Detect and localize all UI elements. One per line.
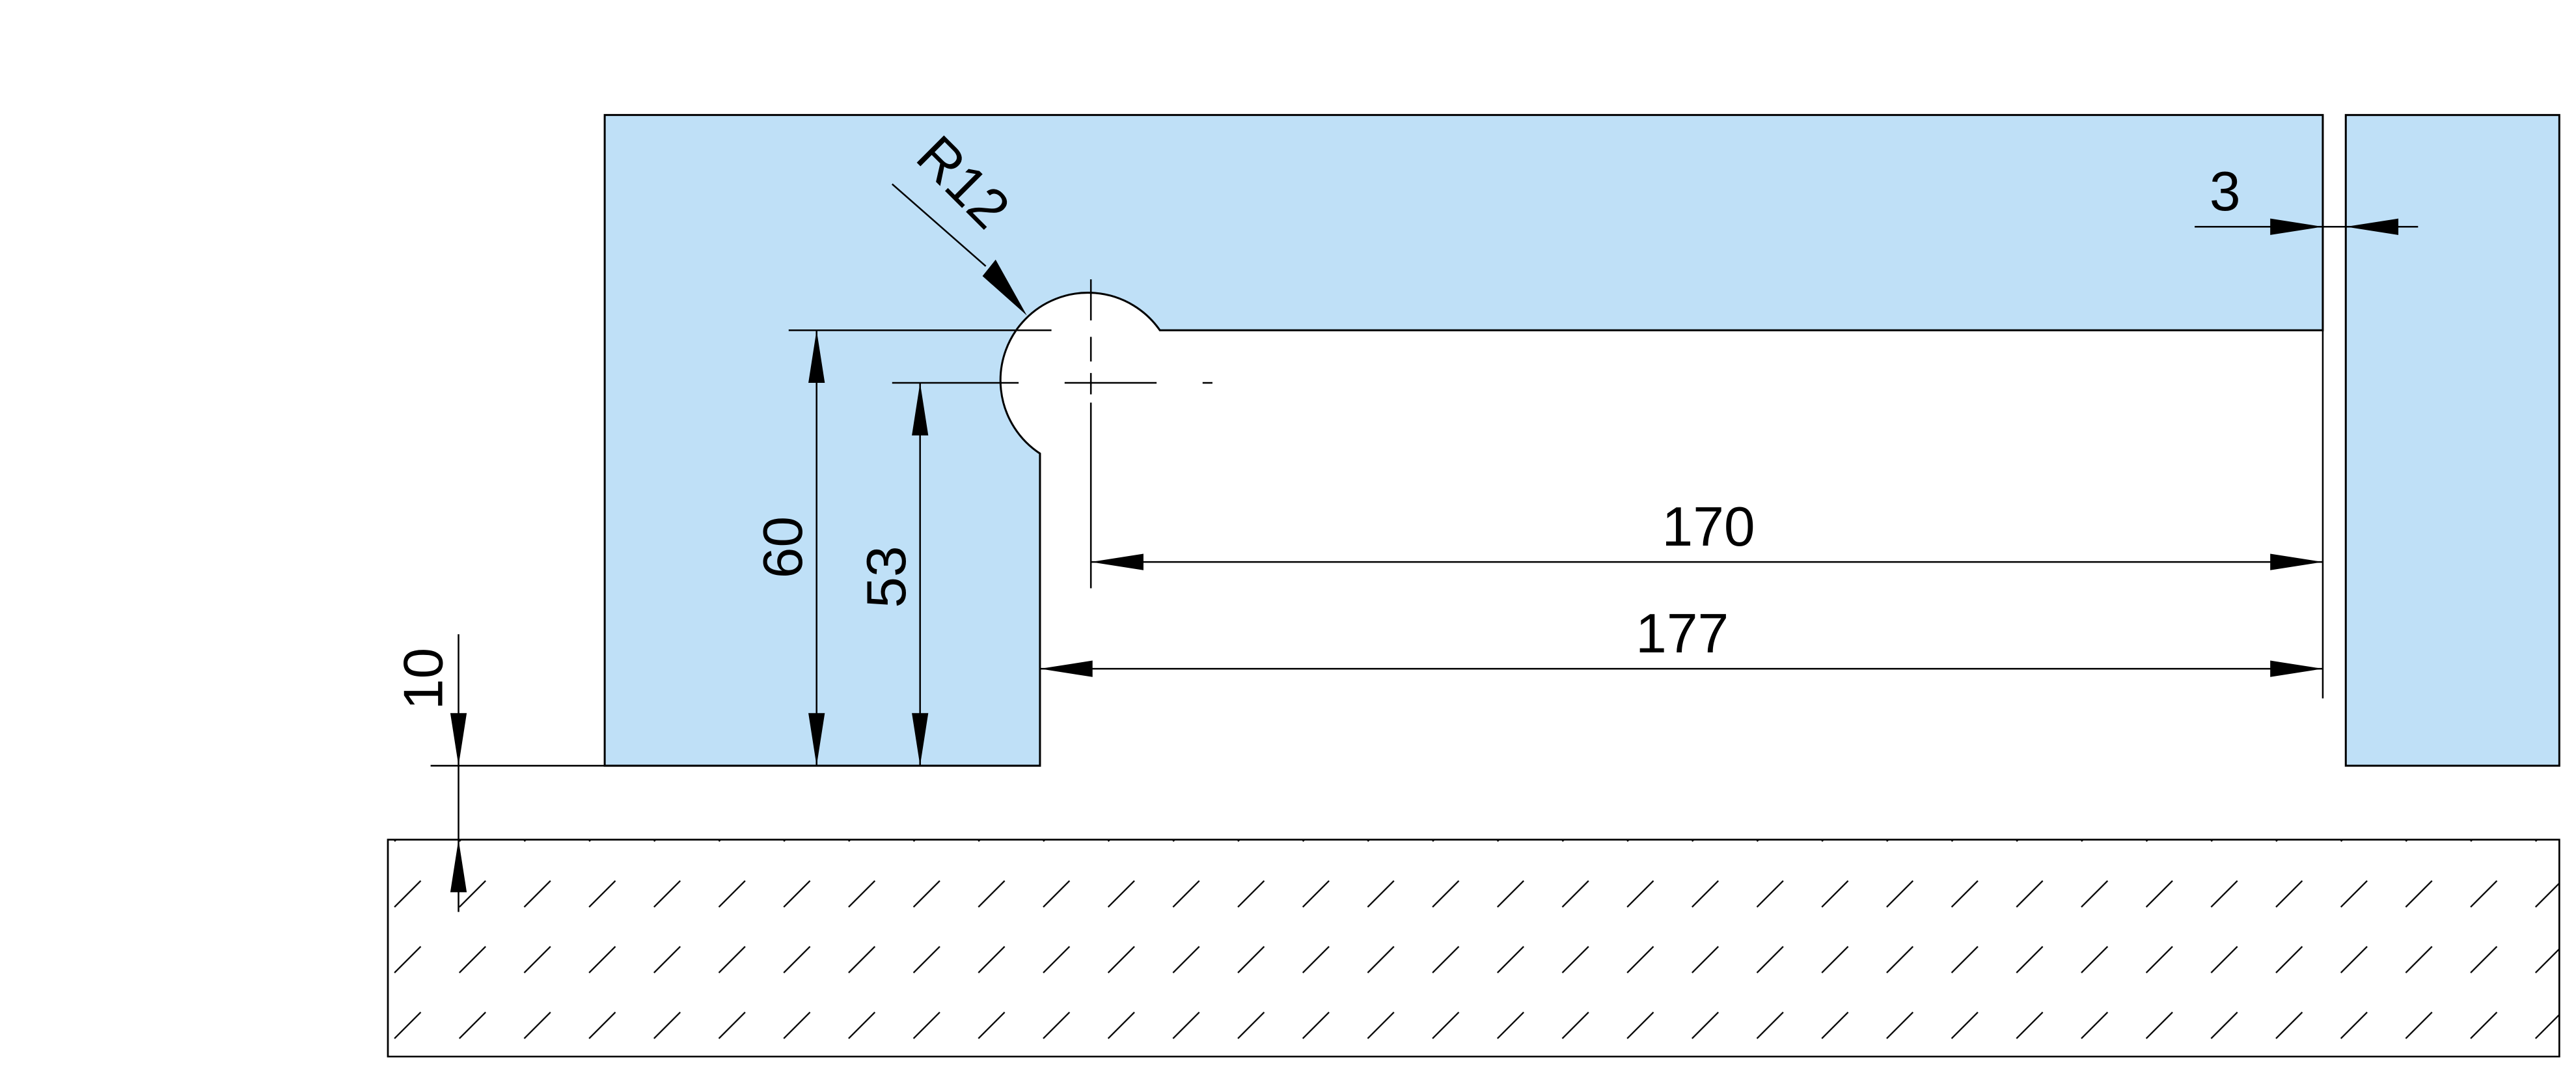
center-mark [430, 279, 2324, 767]
height-total-label: 60 [752, 516, 814, 578]
floor-gap-label: 10 [392, 648, 454, 710]
height-center-dimension: 53 [855, 383, 929, 766]
gap-dimension: 3 [2195, 160, 2418, 235]
height-total-dimension: 60 [752, 330, 825, 766]
inner-width-label: 170 [1662, 495, 1755, 558]
inner-width-dimension: 170 [1091, 495, 2323, 570]
floor-gap-dimension: 10 [392, 634, 467, 912]
floor-section [387, 839, 2560, 1058]
outer-width-dimension: 177 [1039, 602, 2323, 677]
clamp-profile [603, 114, 2324, 767]
outer-width-label: 177 [1636, 602, 1729, 665]
height-center-label: 53 [855, 546, 918, 607]
gap-label: 3 [2210, 160, 2241, 223]
glass-panel [2344, 114, 2560, 767]
